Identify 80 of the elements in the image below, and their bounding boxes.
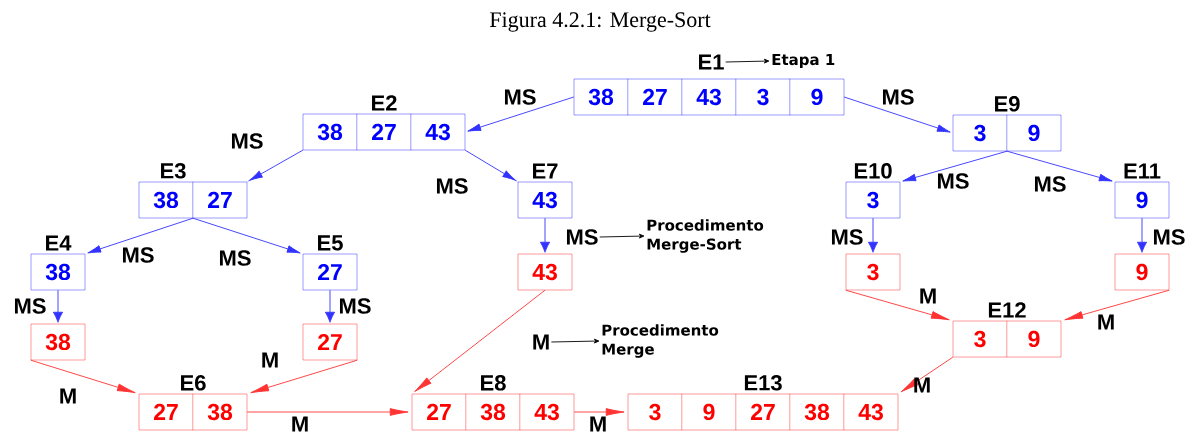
arrow bbox=[845, 289, 950, 321]
edge-label: M bbox=[920, 288, 936, 304]
edge-label: M bbox=[914, 377, 930, 393]
figure-title: Figura 4.2.1: Merge-Sort bbox=[489, 12, 711, 32]
array-box: 3 9 bbox=[952, 114, 1062, 152]
edge-label: MS bbox=[938, 173, 969, 189]
step-label: E12 bbox=[988, 302, 1026, 318]
array-box: 9 bbox=[1114, 253, 1170, 291]
arrow bbox=[249, 149, 304, 181]
step-label: E9 bbox=[995, 96, 1020, 112]
step-label: E8 bbox=[481, 375, 506, 391]
array-box: 27 38 43 bbox=[411, 393, 575, 431]
array-box: 27 38 bbox=[138, 393, 248, 431]
step-label: E7 bbox=[533, 163, 558, 179]
array-box: 43 bbox=[517, 181, 573, 219]
arrow bbox=[550, 338, 600, 344]
arrow bbox=[192, 217, 301, 254]
edge-label: MS bbox=[15, 298, 46, 314]
arrow bbox=[52, 289, 64, 323]
edge-label: MS bbox=[123, 247, 154, 263]
array-box: 3 bbox=[845, 181, 901, 219]
edge-label: MS bbox=[1154, 229, 1185, 245]
edge-label: MS bbox=[832, 229, 863, 245]
arrow bbox=[900, 356, 954, 393]
text-label: Etapa 1 bbox=[772, 54, 835, 69]
text-label: Procedimento Merge-Sort bbox=[647, 219, 764, 253]
edge-label: MS bbox=[437, 178, 468, 194]
step-label: E6 bbox=[181, 375, 206, 391]
arrow bbox=[246, 408, 409, 416]
arrow bbox=[599, 233, 645, 239]
edge-label: M bbox=[590, 416, 606, 432]
arrow bbox=[464, 149, 516, 181]
array-box: 38 bbox=[30, 323, 86, 361]
array-box: 27 bbox=[302, 253, 358, 291]
step-label: E10 bbox=[854, 163, 892, 179]
text-label: M bbox=[533, 334, 549, 350]
edge-label: M bbox=[262, 352, 278, 368]
arrow bbox=[414, 289, 546, 392]
array-box: 3 9 bbox=[952, 320, 1062, 358]
step-label: E4 bbox=[46, 235, 72, 251]
edge-label: MS bbox=[232, 133, 263, 149]
array-box: 38 27 43 bbox=[302, 113, 466, 151]
edge-label: MS bbox=[340, 298, 371, 314]
arrow bbox=[467, 96, 575, 132]
arrow bbox=[539, 217, 551, 253]
arrow bbox=[1064, 289, 1170, 321]
array-box: 38 27 bbox=[138, 181, 248, 219]
edge-label: MS bbox=[883, 89, 914, 105]
text-label: MS bbox=[567, 229, 598, 245]
arrow bbox=[1136, 217, 1148, 253]
arrow bbox=[324, 289, 336, 323]
step-label: E5 bbox=[318, 235, 343, 251]
arrow bbox=[250, 359, 358, 394]
arrow bbox=[902, 150, 1008, 182]
edge-label: MS bbox=[1035, 176, 1066, 192]
arrow bbox=[1006, 150, 1113, 182]
array-box: 38 27 43 3 9 bbox=[573, 78, 845, 116]
arrow bbox=[30, 359, 136, 394]
step-label: E11 bbox=[1124, 163, 1161, 179]
arrow bbox=[843, 96, 951, 133]
text-label: Procedimento Merge bbox=[602, 324, 719, 358]
array-box: 27 bbox=[302, 323, 358, 361]
edge-label: M bbox=[60, 388, 76, 404]
array-box: 43 bbox=[517, 253, 573, 291]
arrow bbox=[87, 217, 194, 254]
arrow bbox=[725, 58, 770, 64]
edge-label: MS bbox=[505, 89, 536, 105]
step-label: E2 bbox=[372, 95, 397, 111]
edge-label: MS bbox=[220, 250, 251, 266]
array-box: 3 9 27 38 43 bbox=[627, 393, 899, 431]
step-label: E13 bbox=[744, 375, 782, 391]
array-box: 9 bbox=[1114, 181, 1170, 219]
array-box: 3 bbox=[845, 253, 901, 291]
array-box: 38 bbox=[30, 253, 86, 291]
arrow bbox=[573, 408, 625, 416]
edge-label: M bbox=[292, 416, 308, 432]
step-label: E3 bbox=[161, 163, 186, 179]
arrow bbox=[867, 217, 879, 253]
edge-label: M bbox=[1098, 314, 1114, 330]
text-label: E1 bbox=[699, 54, 724, 70]
